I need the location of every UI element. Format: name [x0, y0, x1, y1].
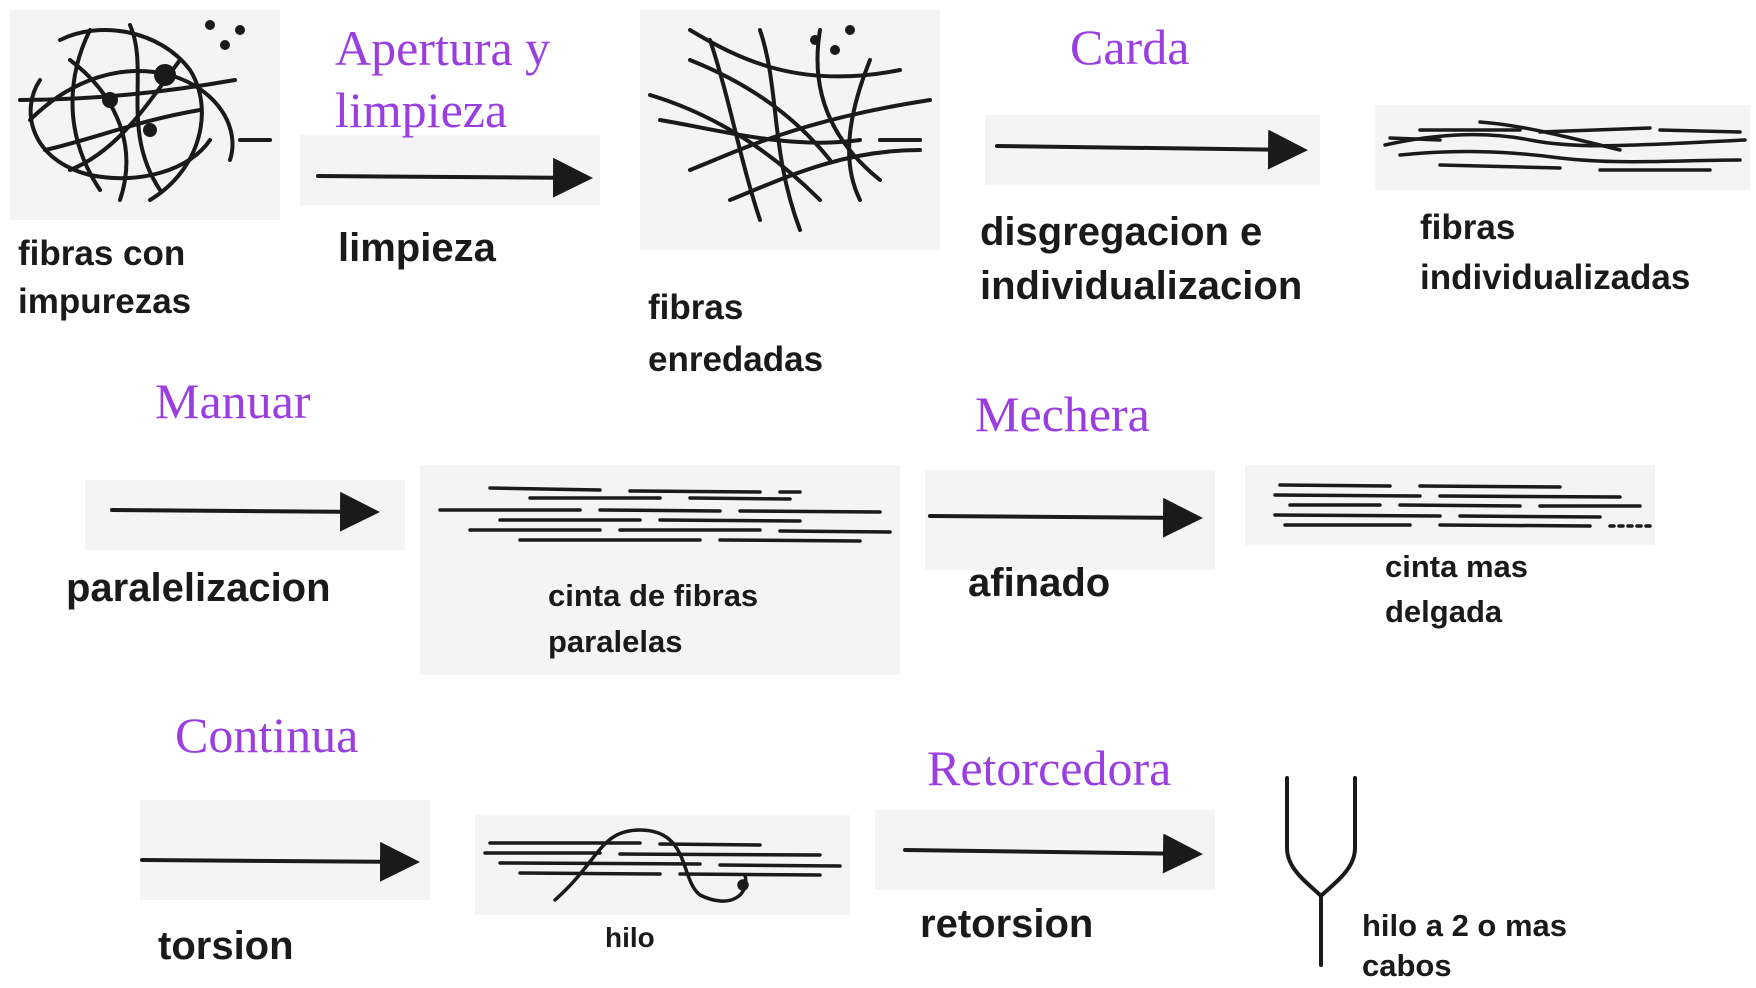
stage-continua: Continua	[175, 707, 359, 763]
stage-apertura-line2: limpieza	[335, 82, 508, 138]
parallel-sliver-sketch	[438, 486, 892, 543]
fiber-impurezas-line1: fibras con	[18, 234, 186, 273]
process-disgregacion-line1: disgregacion e	[980, 210, 1263, 254]
fiber-enredadas-line2: enredadas	[648, 340, 824, 379]
fiber-cinta-delgada-line1: cinta mas	[1385, 549, 1529, 584]
arrows	[110, 129, 1308, 882]
stage-carda: Carda	[1070, 19, 1190, 75]
arrow-retorcedora	[903, 833, 1203, 874]
fiber-hilo-cabos-line2: cabos	[1362, 948, 1452, 983]
plied-yarn-sketch	[1285, 776, 1357, 967]
fiber-hilo-cabos-line1: hilo a 2 o mas	[1362, 908, 1568, 943]
fiber-hilo: hilo	[605, 922, 655, 953]
panel-impurezas	[10, 10, 280, 220]
arrow-continua	[140, 841, 420, 882]
fibers-with-impurities-sketch	[18, 20, 272, 202]
arrow-manuar	[110, 491, 380, 532]
yarn-sketch	[483, 828, 842, 903]
fiber-enredadas-line1: fibras	[648, 288, 744, 327]
entangled-fibers-sketch	[648, 25, 932, 232]
individualized-fibers-sketch	[1383, 120, 1747, 172]
panel-cinta-paralelas	[420, 465, 900, 675]
stage-manuar: Manuar	[155, 373, 311, 429]
process-disgregacion-line2: individualizacion	[980, 264, 1303, 308]
stage-mechera: Mechera	[975, 386, 1150, 442]
fiber-cinta-paralelas-line1: cinta de fibras	[548, 578, 759, 613]
stage-apertura-line1: Apertura y	[335, 20, 551, 76]
arrow-limpieza	[316, 157, 593, 198]
panel-limpieza-arrow	[300, 135, 600, 205]
process-limpieza: limpieza	[338, 226, 496, 270]
process-paralelizacion: paralelizacion	[66, 566, 331, 610]
fiber-cinta-delgada-line2: delgada	[1385, 594, 1503, 629]
arrow-mechera	[928, 497, 1203, 538]
fiber-individualizadas-line2: individualizadas	[1420, 258, 1691, 297]
fiber-impurezas-line2: impurezas	[18, 282, 192, 321]
fiber-individualizadas-line1: fibras	[1420, 208, 1516, 247]
panel-individualizadas	[1375, 105, 1750, 190]
arrow-carda	[995, 129, 1308, 170]
process-afinado: afinado	[968, 561, 1111, 605]
process-retorsion: retorsion	[920, 902, 1094, 946]
stage-retorcedora: Retorcedora	[927, 740, 1172, 796]
process-torsion: torsion	[158, 924, 294, 968]
fiber-cinta-paralelas-line2: paralelas	[548, 624, 683, 659]
thinner-sliver-sketch	[1273, 483, 1652, 528]
